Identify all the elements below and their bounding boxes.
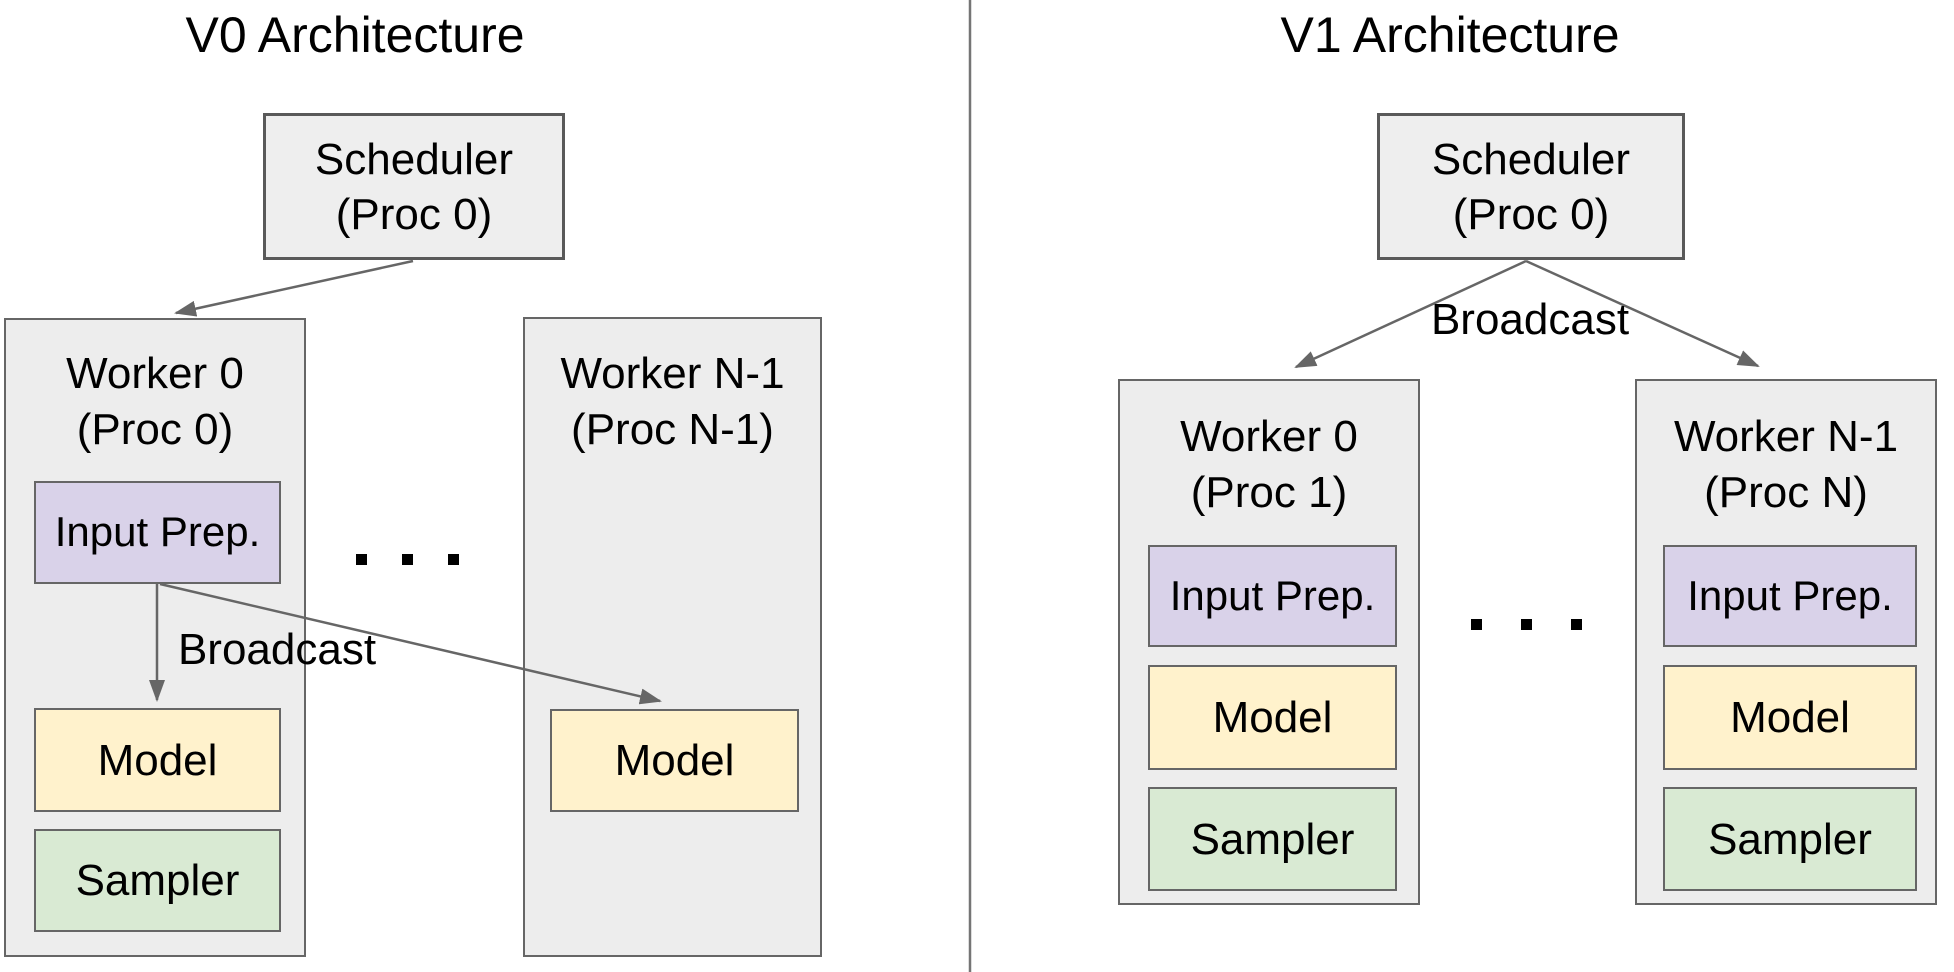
dot-icon (1471, 619, 1482, 630)
dot-icon (448, 554, 459, 565)
v1-worker0-header: Worker 0 (Proc 1) (1120, 409, 1418, 521)
v1-workerN-input-prep-label: Input Prep. (1687, 571, 1893, 619)
v0-workerN-box: Worker N-1 (Proc N-1) Model (523, 317, 822, 957)
dot-icon (356, 554, 367, 565)
v0-worker0-model-label: Model (97, 735, 218, 785)
v0-worker0-proc: (Proc 0) (76, 404, 234, 454)
v0-workerN-header: Worker N-1 (Proc N-1) (525, 346, 820, 458)
v1-worker0-sampler-label: Sampler (1190, 814, 1355, 864)
v1-ellipsis-dots (1471, 619, 1582, 630)
v1-scheduler-name: Scheduler (1431, 134, 1631, 184)
v1-worker0-input-prep-label: Input Prep. (1169, 571, 1376, 619)
v1-worker0-name: Worker 0 (1180, 412, 1358, 461)
v1-scheduler-box: Scheduler (Proc 0) (1377, 113, 1685, 260)
v0-workerN-model-box: Model (550, 709, 799, 812)
v1-scheduler-proc: (Proc 0) (1452, 189, 1610, 239)
v0-worker0-sampler-label: Sampler (75, 856, 240, 905)
v0-workerN-model-label: Model (614, 736, 735, 785)
v1-workerN-model-box: Model (1663, 665, 1917, 770)
v0-worker0-sampler-box: Sampler (34, 829, 281, 932)
v1-title: V1 Architecture (1280, 7, 1620, 63)
v1-broadcast-label: Broadcast (1430, 295, 1630, 344)
v0-title: V0 Architecture (185, 7, 525, 63)
v0-worker0-name: Worker 0 (66, 349, 244, 398)
v0-arrow-scheduler-to-worker0 (174, 259, 414, 317)
v1-workerN-input-prep-box: Input Prep. (1663, 545, 1917, 647)
dot-icon (1571, 619, 1582, 630)
v0-scheduler-box: Scheduler (Proc 0) (263, 113, 565, 260)
v0-workerN-name: Worker N-1 (560, 349, 785, 398)
v0-scheduler-proc: (Proc 0) (335, 189, 493, 239)
v1-worker0-proc: (Proc 1) (1190, 467, 1348, 517)
v1-worker0-box: Worker 0 (Proc 1) Input Prep. Model Samp… (1118, 379, 1420, 905)
v1-workerN-box: Worker N-1 (Proc N) Input Prep. Model Sa… (1635, 379, 1937, 905)
v1-workerN-sampler-box: Sampler (1663, 787, 1917, 891)
dot-icon (1521, 619, 1532, 630)
dot-icon (402, 554, 413, 565)
v0-ellipsis-dots (356, 554, 459, 565)
v0-worker0-input-prep-label: Input Prep. (54, 508, 261, 556)
v0-scheduler-name: Scheduler (314, 134, 514, 184)
v0-worker0-input-prep-box: Input Prep. (34, 481, 281, 584)
v1-worker0-input-prep-box: Input Prep. (1148, 545, 1397, 647)
v1-workerN-name: Worker N-1 (1673, 412, 1899, 461)
v1-workerN-sampler-label: Sampler (1708, 814, 1872, 864)
v0-broadcast-label: Broadcast (177, 625, 377, 674)
v1-workerN-model-label: Model (1730, 693, 1850, 742)
v1-workerN-proc: (Proc N) (1704, 467, 1868, 517)
v1-worker0-sampler-box: Sampler (1148, 787, 1397, 891)
v1-worker0-model-label: Model (1212, 693, 1333, 742)
v1-workerN-header: Worker N-1 (Proc N) (1637, 409, 1935, 521)
v0-worker0-header: Worker 0 (Proc 0) (6, 346, 304, 458)
v0-workerN-proc: (Proc N-1) (571, 404, 774, 454)
v1-worker0-model-box: Model (1148, 665, 1397, 770)
v0-worker0-model-box: Model (34, 708, 281, 812)
